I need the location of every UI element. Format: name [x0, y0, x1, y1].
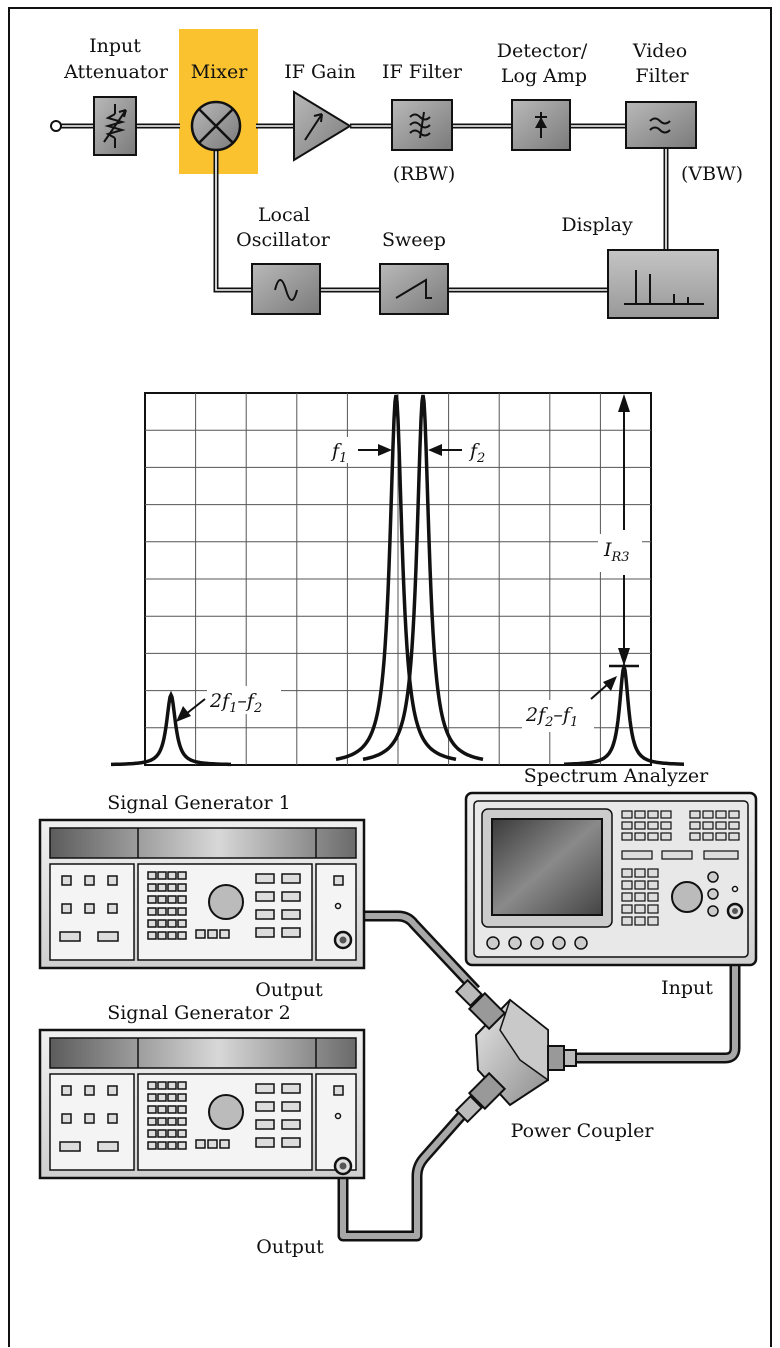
power-coupler-label: Power Coupler: [511, 1120, 655, 1142]
rbw-label: (RBW): [393, 163, 456, 185]
input-attenuator-block: [93, 96, 137, 156]
spectrum-analyzer-instrument: [464, 791, 758, 967]
if-gain-label: IF Gain: [284, 61, 356, 83]
video-filter-label-line1: Video: [632, 40, 687, 62]
attenuator-label-line2: Attenuator: [63, 61, 169, 83]
signal-generator-1-label: Signal Generator 1: [107, 792, 291, 814]
mixer-label: Mixer: [191, 61, 248, 83]
block-diagram: Input Attenuator Mixer IF Gain IF Filter…: [50, 29, 743, 319]
imd-low-label: 2f1–f2: [209, 690, 262, 716]
sweep-block: [379, 263, 449, 315]
power-coupler: [454, 978, 577, 1124]
spectrum-analyzer-label: Spectrum Analyzer: [524, 765, 709, 787]
display-label: Display: [561, 214, 633, 236]
imd-low-arrow: [176, 698, 206, 722]
signal-generator-2-label: Signal Generator 2: [107, 1002, 291, 1024]
f1-arrow: [358, 444, 392, 456]
ir3-measurement-arrow: [609, 394, 639, 668]
test-setup: Signal Generator 1 Signal Generator 2 Sp…: [38, 765, 758, 1258]
peak-f1: [335, 394, 457, 762]
peak-f2: [362, 394, 484, 762]
detector-block: [511, 99, 571, 151]
local-label-line1: Local: [258, 204, 310, 226]
sweep-label: Sweep: [382, 229, 446, 251]
input-label-line1: Input: [89, 35, 141, 57]
output-2-label: Output: [256, 1236, 324, 1258]
peak-imd-low: [111, 690, 231, 767]
f1-label: f1: [330, 440, 347, 466]
video-filter-label-line2: Filter: [635, 65, 689, 87]
signal-generator-1: [38, 818, 366, 970]
imd-high-arrow: [590, 676, 617, 700]
signal-generator-2: [38, 1028, 366, 1180]
oscillator-label-line2: Oscillator: [236, 229, 331, 251]
f2-arrow: [428, 444, 462, 456]
detector-label-line2: Log Amp: [501, 65, 587, 87]
video-filter-block: [625, 101, 697, 149]
if-filter-block: [391, 99, 453, 151]
output-1-label: Output: [255, 979, 323, 1001]
if-filter-label: IF Filter: [382, 61, 463, 83]
input-label: Input: [661, 977, 713, 999]
figure-frame: [8, 7, 772, 1347]
spectrum-grid: [145, 393, 651, 765]
mixer-symbol: [190, 100, 242, 152]
vbw-label: (VBW): [681, 163, 743, 185]
spectrum-display: f1 f2 IR3 2f1–f2 2f2–f1: [111, 392, 684, 767]
imd-high-label: 2f2–f1: [525, 704, 578, 730]
f2-label: f2: [468, 440, 485, 466]
input-port: [50, 120, 62, 132]
if-gain-amplifier: [293, 90, 352, 162]
detector-label-line1: Detector/: [497, 40, 588, 62]
display-block: [607, 249, 719, 319]
local-oscillator-block: [251, 263, 321, 315]
ir3-label: IR3: [603, 539, 630, 565]
